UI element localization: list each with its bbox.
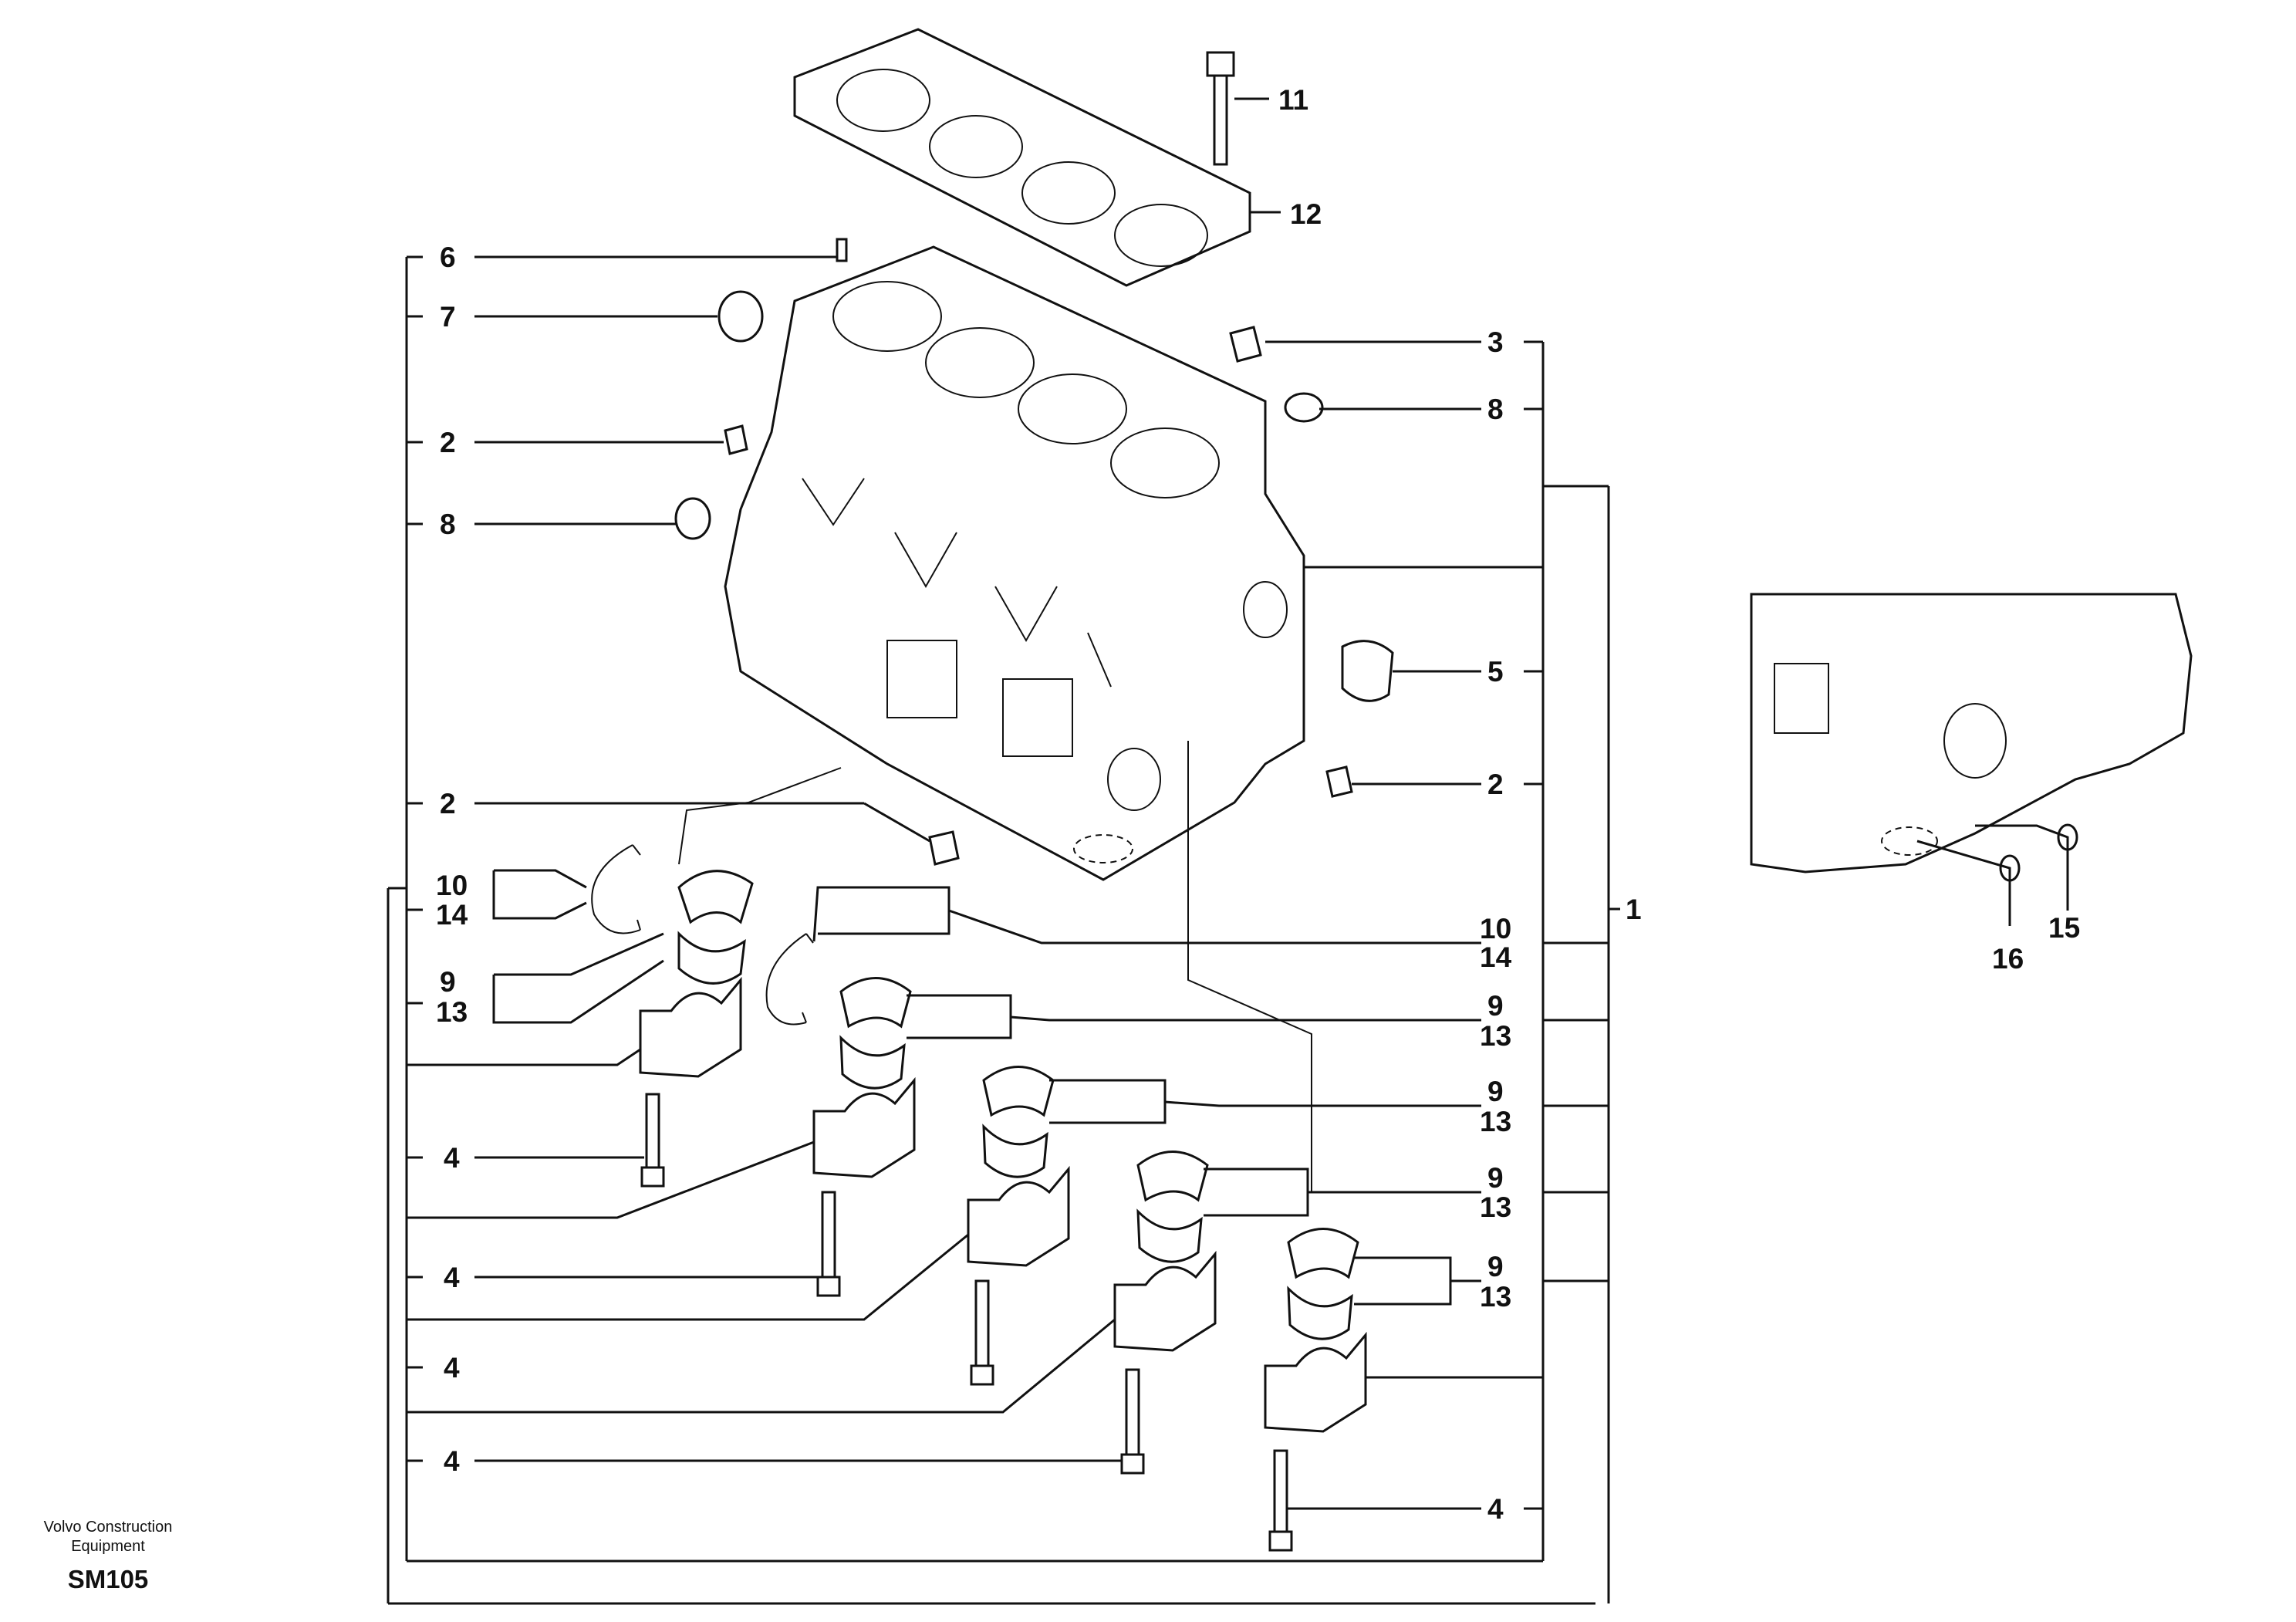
callout-9-r2: 9 [1487,1076,1504,1107]
callout-10-left: 10 [436,870,468,901]
callout-2-mid: 2 [440,788,456,819]
bearing-cap-2 [812,1076,916,1297]
callout-4-right: 4 [1487,1493,1504,1525]
bearing-cap-4 [1113,1250,1217,1475]
footer-code: SM105 [68,1565,149,1593]
callout-16: 16 [1992,943,2024,975]
plug-2-top [724,424,748,455]
callout-13-r3: 13 [1480,1191,1511,1223]
head-gasket [793,28,1251,287]
callout-15: 15 [2048,912,2080,944]
footer-company-line1: Volvo Construction [44,1519,173,1536]
dowel-pin [836,238,848,262]
callout-8-left: 8 [440,509,456,540]
leader-lines [387,97,2069,1605]
callout-9-left: 9 [440,966,456,998]
plug-2-mid [928,830,960,866]
callout-13-r2: 13 [1480,1106,1511,1137]
bearing-cap-1 [639,976,742,1188]
callout-2-right: 2 [1487,769,1504,800]
callout-1: 1 [1626,894,1642,925]
bearing-shell-2 [839,977,912,1090]
callout-10-right: 10 [1480,913,1511,944]
bearing-shell-1 [677,870,754,985]
callout-5: 5 [1487,656,1504,688]
callout-4-a: 4 [444,1142,460,1174]
callout-11: 11 [1278,84,1308,116]
callout-8-right: 8 [1487,394,1504,425]
thrust-washer-upper [591,844,641,934]
inset-detail [1750,593,2193,882]
thrust-washer-lower [765,933,814,1026]
callout-4-b: 4 [444,1262,460,1293]
callout-13-r4: 13 [1480,1281,1511,1313]
plug-3 [1229,326,1262,363]
callout-7: 7 [440,301,456,333]
bearing-shell-3 [982,1066,1055,1178]
callout-9-r3: 9 [1487,1162,1504,1194]
callout-12: 12 [1290,198,1322,230]
callout-4-d: 4 [444,1445,460,1477]
bearing-cap-3 [967,1165,1070,1386]
oil-seal-5 [1341,640,1394,702]
callout-14-right: 14 [1480,941,1512,973]
bearing-shell-4 [1136,1151,1209,1263]
core-plug-7 [718,290,764,343]
callout-9-r4: 9 [1487,1251,1504,1282]
callout-14-left: 14 [436,899,468,931]
core-plug-8-left [674,497,711,540]
footer: Volvo Construction Equipment SM105 [44,1519,173,1593]
cylinder-block [724,245,1305,881]
head-bolt [1206,51,1235,166]
callout-labels: 11 12 6 7 2 8 3 8 5 2 2 10 14 9 13 1 10 … [436,84,2080,1525]
bearing-cap-5 [1264,1331,1367,1552]
callout-2-top: 2 [440,427,456,458]
footer-company-line2: Equipment [71,1538,145,1555]
callout-9-r1: 9 [1487,990,1504,1022]
core-plug-8-right [1284,392,1324,423]
callout-13-left: 13 [436,996,468,1028]
callout-13-r1: 13 [1480,1020,1511,1052]
callout-3: 3 [1487,326,1504,358]
plug-2-right [1325,765,1353,798]
callout-4-c: 4 [444,1352,460,1384]
bearing-shell-5 [1287,1228,1359,1340]
callout-6: 6 [440,242,456,273]
